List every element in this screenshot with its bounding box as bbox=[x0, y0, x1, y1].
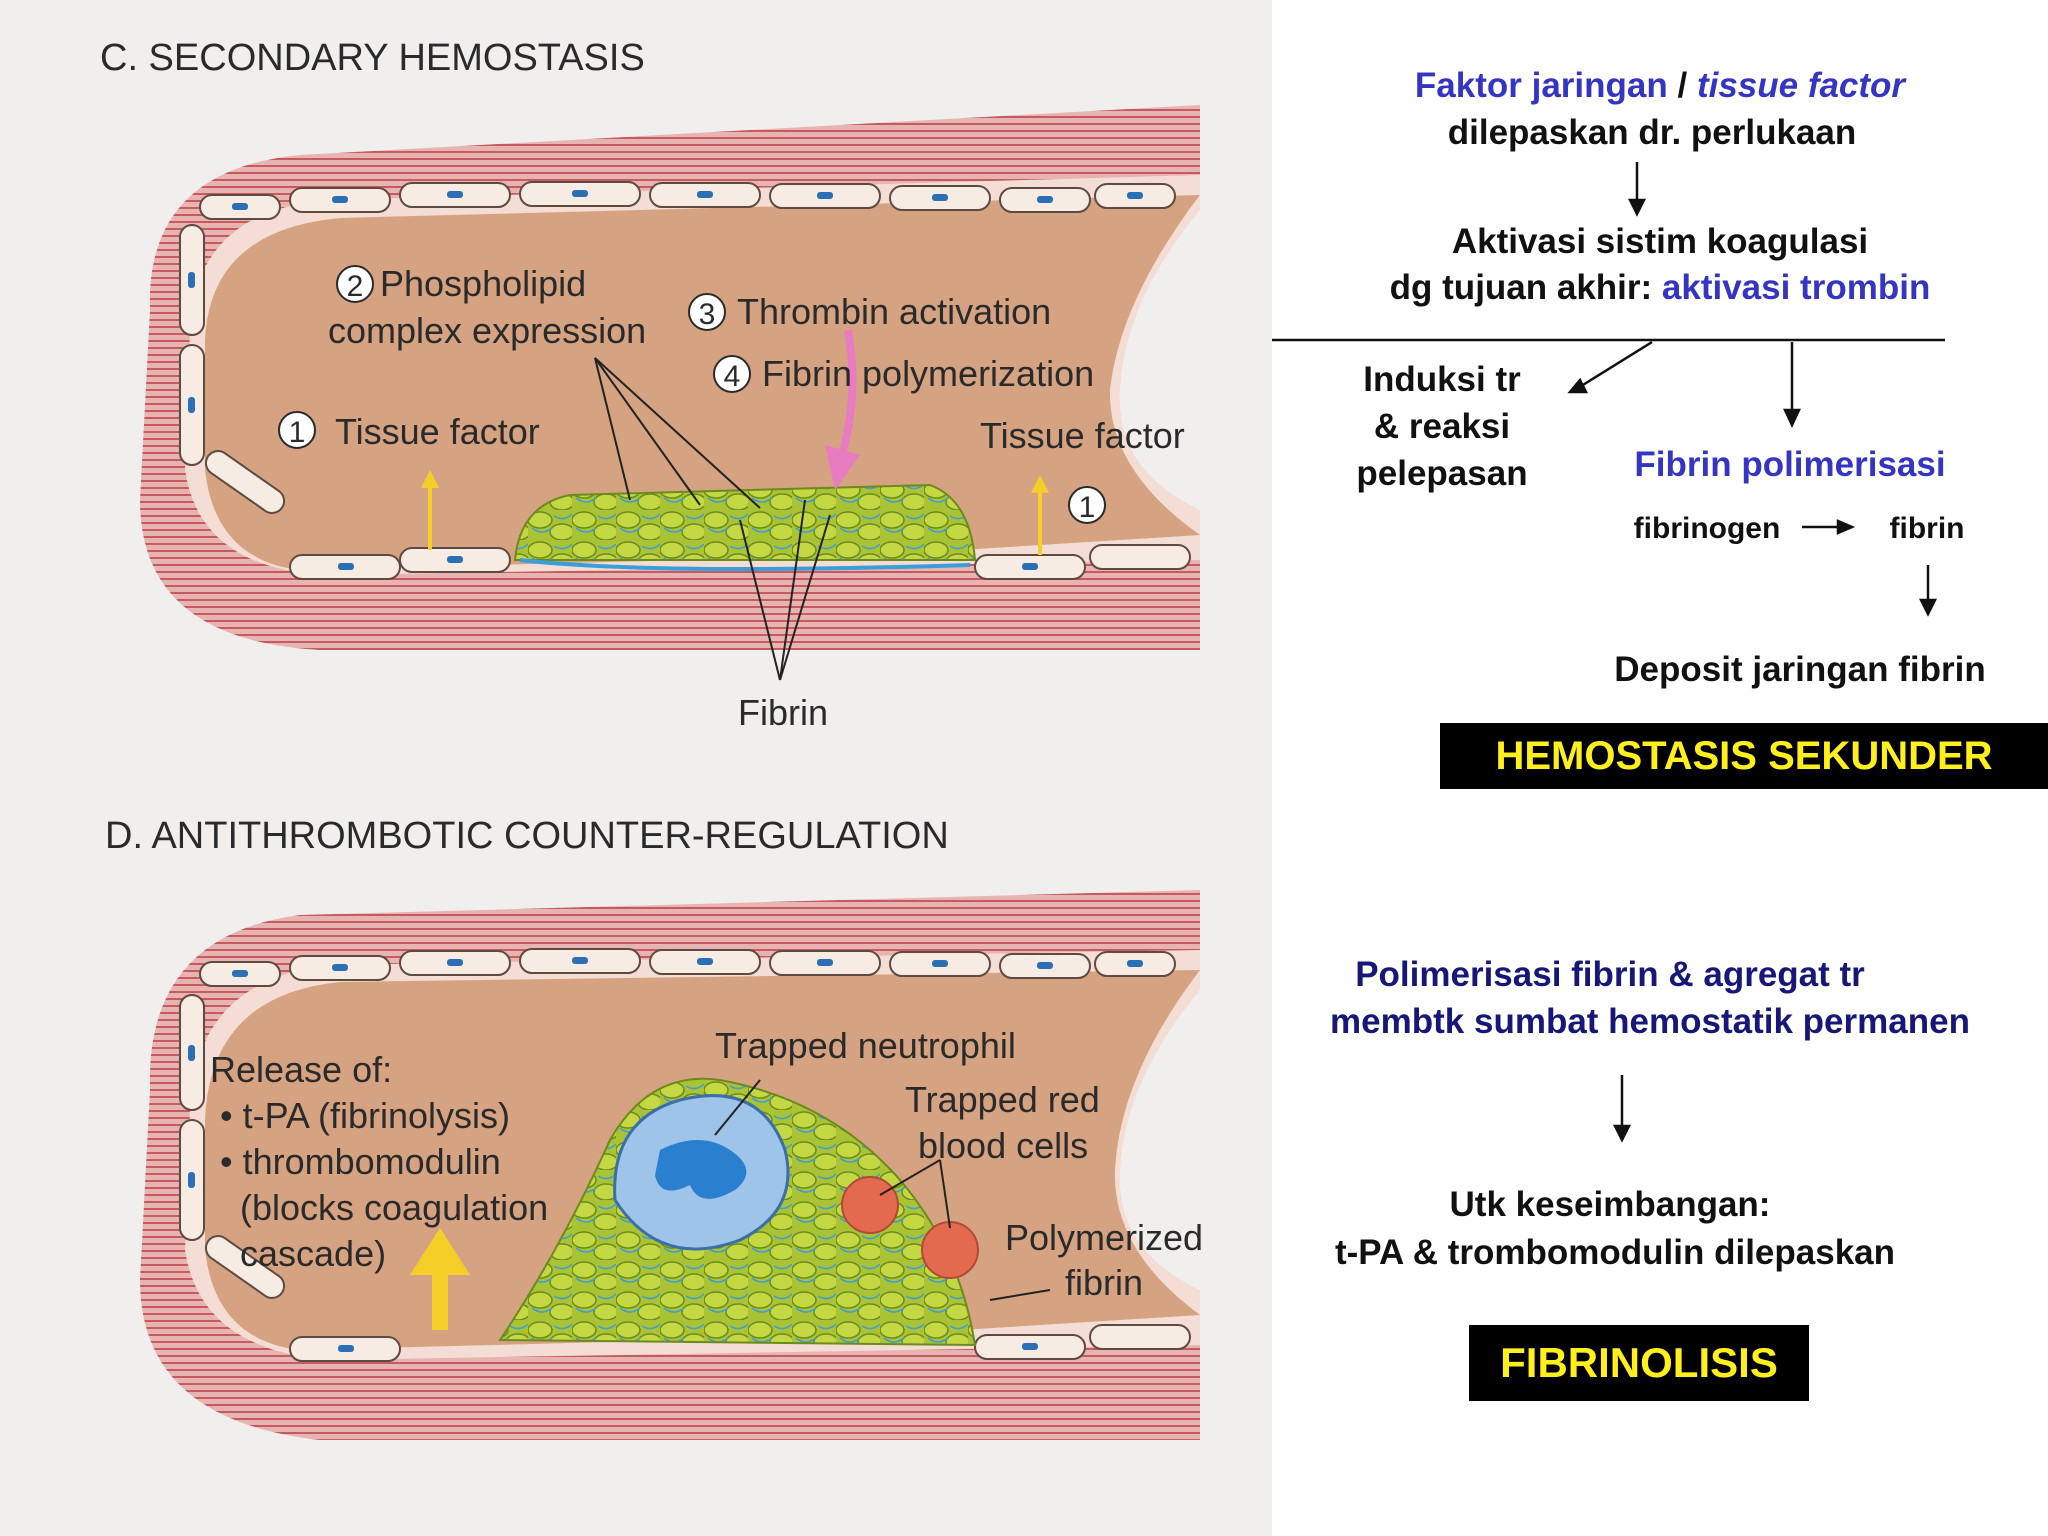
num-3: 3 bbox=[699, 298, 716, 331]
label-tissue-factor-right: Tissue factor bbox=[980, 415, 1185, 456]
polimerisasi-line2: membtk sumbat hemostatik permanen bbox=[1330, 1002, 1970, 1041]
label-blood-cells: blood cells bbox=[918, 1125, 1088, 1166]
label-tissue-factor-left: Tissue factor bbox=[335, 411, 540, 452]
panel-d-arrows bbox=[410, 1079, 1051, 1330]
released-from-injury: dilepaskan dr. perlukaan bbox=[1447, 113, 1857, 152]
deposit-jaringan-fibrin: Deposit jaringan fibrin bbox=[1614, 650, 1986, 689]
aktivasi-line2: dg tujuan akhir: aktivasi trombin bbox=[1272, 268, 2048, 308]
aktivasi-prefix: dg tujuan akhir: bbox=[1389, 268, 1662, 307]
release-blocks: (blocks coagulation bbox=[240, 1187, 548, 1228]
num-1-right: 1 bbox=[1079, 491, 1096, 524]
release-cascade: cascade) bbox=[240, 1233, 386, 1274]
keseimbangan-line2: t-PA & trombomodulin dilepaskan bbox=[1334, 1233, 1896, 1272]
fibrinogen-label: fibrinogen bbox=[1633, 512, 1781, 545]
num-2: 2 bbox=[347, 270, 364, 303]
panel-d-title: D. ANTITHROMBOTIC COUNTER-REGULATION bbox=[105, 815, 949, 857]
hemostasis-illustration: C. SECONDARY HEMOSTASIS 2 Phospholipid c… bbox=[100, 37, 1203, 1440]
separator-text: / bbox=[1667, 66, 1697, 105]
aktivasi-trombin: aktivasi trombin bbox=[1661, 268, 1931, 307]
num-4: 4 bbox=[724, 360, 741, 393]
label-trapped-neutrophil: Trapped neutrophil bbox=[715, 1025, 1016, 1066]
panel-c-labels: C. SECONDARY HEMOSTASIS 2 Phospholipid c… bbox=[100, 37, 1185, 733]
red-blood-cell bbox=[841, 1176, 899, 1234]
induksi-line2: & reaksi bbox=[1373, 407, 1511, 446]
hemostasis-sekunder-badge: HEMOSTASIS SEKUNDER bbox=[1440, 723, 2048, 789]
release-tpa: • t-PA (fibrinolysis) bbox=[220, 1095, 510, 1136]
tissue-factor-italic: tissue factor bbox=[1696, 66, 1906, 105]
keseimbangan-line1: Utk keseimbangan: bbox=[1449, 1185, 1771, 1224]
label-fibrin: Fibrin bbox=[738, 692, 828, 733]
aktivasi-line1: Aktivasi sistim koagulasi bbox=[1451, 222, 1869, 261]
label-phospholipid: Phospholipid bbox=[380, 263, 586, 304]
induksi-line1: Induksi tr bbox=[1363, 360, 1521, 399]
fibrin-polimerisasi: Fibrin polimerisasi bbox=[1634, 445, 1946, 484]
fibrinolisis-badge: FIBRINOLISIS bbox=[1469, 1325, 1809, 1401]
num-1-left: 1 bbox=[289, 416, 306, 449]
label-trapped-red: Trapped red bbox=[905, 1079, 1100, 1120]
fibrin-label: fibrin bbox=[1889, 512, 1965, 545]
panel-c-arrows bbox=[421, 329, 1049, 681]
release-thrombomodulin: • thrombomodulin bbox=[220, 1141, 501, 1182]
label-polymerized: Polymerized bbox=[1005, 1217, 1203, 1258]
release-of-label: Release of: bbox=[210, 1049, 392, 1090]
panel-d-vessel bbox=[140, 890, 1200, 1440]
panel-c-vessel bbox=[140, 105, 1200, 650]
panel-c-title: C. SECONDARY HEMOSTASIS bbox=[100, 37, 645, 79]
induksi-line3: pelepasan bbox=[1356, 454, 1528, 493]
tissue-factor-line: Faktor jaringan / tissue factor bbox=[1272, 66, 2048, 106]
faktor-jaringan-text: Faktor jaringan bbox=[1414, 66, 1668, 105]
label-fibrin-polymerization: Fibrin polymerization bbox=[762, 353, 1094, 394]
polimerisasi-line1: Polimerisasi fibrin & agregat tr bbox=[1355, 955, 1865, 994]
label-thrombin-activation: Thrombin activation bbox=[737, 291, 1051, 332]
label-complex-expression: complex expression bbox=[328, 310, 646, 351]
panel-d-labels: D. ANTITHROMBOTIC COUNTER-REGULATION Rel… bbox=[105, 815, 1203, 1303]
label-polymerized-fibrin: fibrin bbox=[1065, 1262, 1143, 1303]
